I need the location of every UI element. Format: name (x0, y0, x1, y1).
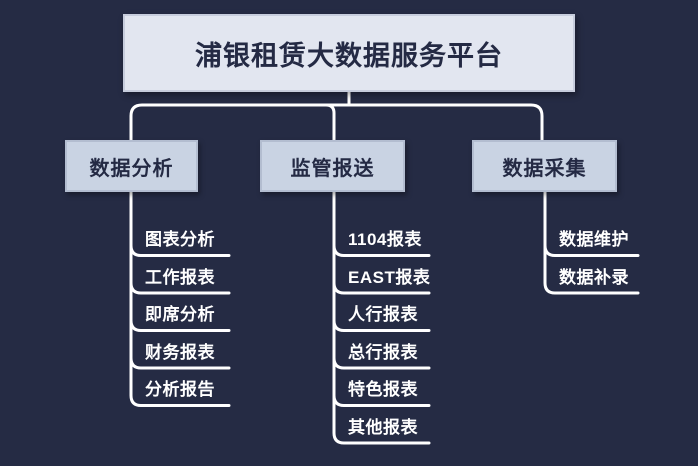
connector-middle-drop (324, 103, 336, 142)
connector-leaf-line (332, 356, 431, 370)
connector-leaf-line (543, 244, 640, 257)
leaf-node[interactable]: 1104报表 (348, 230, 422, 249)
leaf-node[interactable]: 其他报表 (348, 417, 418, 437)
connector-leaf-line (332, 319, 431, 332)
connector-leaf-line (332, 244, 431, 257)
branch-node-data-collection[interactable]: 数据采集 (472, 140, 617, 192)
leaf-node[interactable]: 数据补录 (559, 267, 629, 287)
leaf-node[interactable]: 分析报告 (145, 380, 215, 399)
leaf-node[interactable]: EAST报表 (348, 267, 431, 287)
leaf-node[interactable]: 工作报表 (145, 267, 215, 287)
leaf-node[interactable]: 总行报表 (348, 342, 418, 362)
branch-node-data-analysis[interactable]: 数据分析 (65, 140, 198, 192)
connector-leaf-line (129, 244, 231, 257)
connector-branch1-stem (129, 190, 231, 407)
leaf-node[interactable]: 数据维护 (559, 230, 629, 249)
connector-leaf-line (332, 281, 431, 295)
connector-branch-bracket (129, 103, 544, 144)
connector-leaf-line (129, 281, 231, 295)
leaf-node[interactable]: 人行报表 (348, 305, 418, 324)
leaf-node[interactable]: 特色报表 (348, 380, 418, 399)
connector-leaf-line (332, 394, 431, 407)
connector-branch2-stem (332, 190, 431, 445)
connector-leaf-line (129, 319, 231, 332)
leaf-node[interactable]: 财务报表 (145, 342, 215, 362)
leaf-node[interactable]: 即席分析 (145, 305, 215, 324)
connector-leaf-line (129, 356, 231, 370)
root-node[interactable]: 浦银租赁大数据服务平台 (123, 14, 575, 92)
leaf-node[interactable]: 图表分析 (145, 230, 215, 249)
connector-branch3-stem (543, 190, 640, 295)
branch-node-regulatory-reporting[interactable]: 监管报送 (260, 140, 405, 192)
